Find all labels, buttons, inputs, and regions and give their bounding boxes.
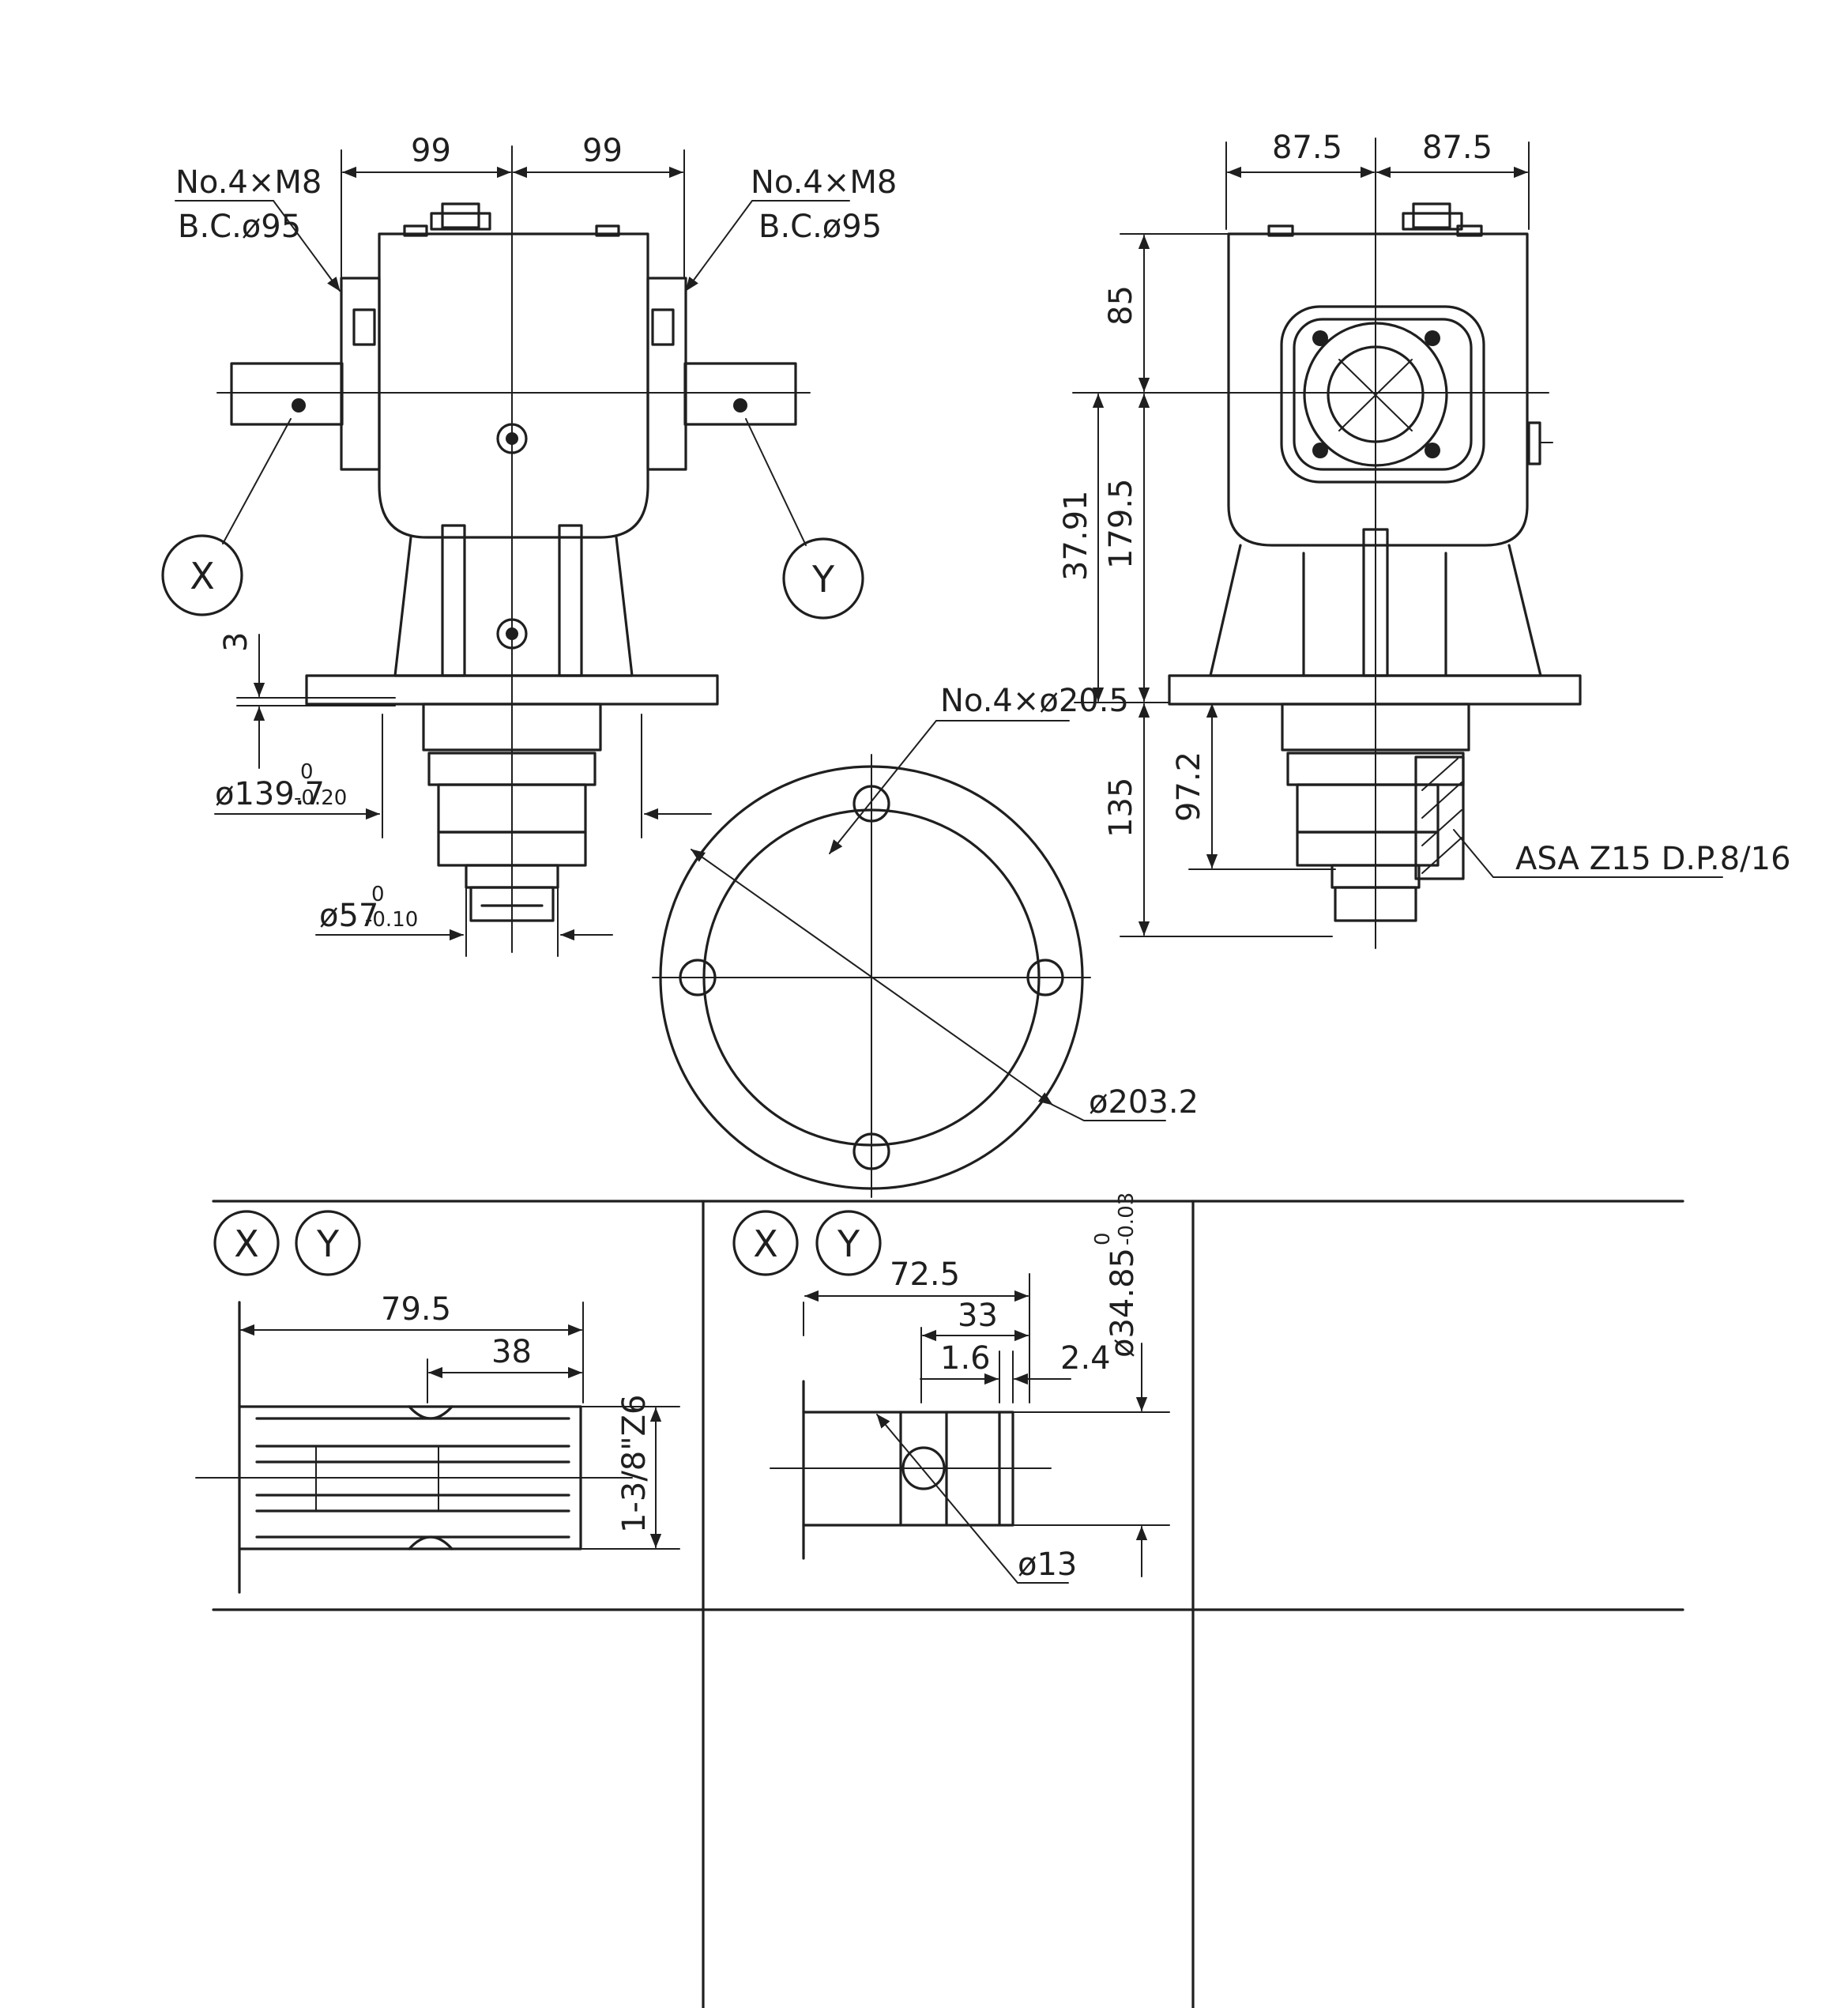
dim-79-5: 79.5 [381,1291,451,1328]
flange-holes-note: No.4×ø20.5 [940,683,1129,719]
dim-side-top-left: 87.5 [1272,130,1342,166]
dim-97-2: 97.2 [1171,752,1207,822]
side-view-labels: 87.5 87.5 85 37.91 179.5 135 97.2 ASA Z1… [1058,130,1791,877]
detail-a-labels: X Y 79.5 38 1-3/8"Z6 [234,1223,653,1533]
dim-pilot-tol-upper: 0 [300,760,314,784]
dim-135: 135 [1103,778,1139,838]
detail-plain-shaft [732,1210,1170,1584]
detail-table-grid [212,1200,1684,2008]
dim-179-5: 179.5 [1103,478,1139,569]
bolt-note-right-2: B.C.ø95 [758,209,882,245]
dim-2-4: 2.4 [1060,1340,1111,1377]
detail-b-tag-y: Y [837,1223,860,1265]
spline-spec: 1-3/8"Z6 [616,1394,653,1533]
dim-shaft-tol-lower: -0.03 [1115,1192,1139,1245]
bolt-note-left-2: B.C.ø95 [178,209,301,245]
dim-shaft-diameter: ø34.85 [1105,1248,1141,1358]
dim-front-right: 99 [582,133,623,169]
flange-view [652,720,1166,1198]
detail-a-tag-y: Y [316,1223,340,1265]
dim-37-91: 37.91 [1058,490,1094,581]
dim-pilot-tol-lower: -0.20 [294,786,347,810]
dim-hub-tol-upper: 0 [371,883,385,906]
dim-pilot-diameter: ø139.7 [215,776,325,812]
detail-spline-shaft [195,1210,680,1594]
flange-diameter: ø203.2 [1089,1084,1199,1121]
dim-33: 33 [958,1298,998,1334]
flange-view-labels: No.4×ø20.5 ø203.2 [940,683,1199,1121]
shaft-y-hole [733,398,747,413]
dim-shaft-tol-upper: 0 [1091,1232,1115,1245]
tag-shaft-x: X [190,555,215,597]
shaft-x-hole [292,398,306,413]
dim-hub-diameter: ø57 [319,898,378,934]
detail-b-labels: X Y 72.5 33 1.6 2.4 ø34.85 0 -0.03 ø13 [753,1192,1141,1583]
dim-38: 38 [491,1334,532,1370]
dim-85: 85 [1103,285,1139,326]
front-view-labels: 99 99 No.4×M8 B.C.ø95 No.4×M8 B.C.ø95 X … [175,133,897,934]
detail-b-tag-x: X [753,1223,778,1265]
detail-a-tag-x: X [234,1223,259,1265]
dim-cross-hole: ø13 [1018,1546,1077,1583]
bolt-note-left-1: No.4×M8 [175,164,322,201]
bolt-note-right-1: No.4×M8 [751,164,897,201]
side-view [1072,138,1723,949]
dim-front-left: 99 [411,133,451,169]
tag-shaft-y: Y [811,558,835,601]
front-view [161,145,864,957]
dim-72-5: 72.5 [890,1256,960,1293]
spline-note: ASA Z15 D.P.8/16 [1515,841,1791,877]
dim-1-6: 1.6 [940,1340,991,1377]
dim-gap: 3 [218,632,254,652]
dim-hub-tol-lower: -0.10 [365,908,418,932]
dim-side-top-right: 87.5 [1422,130,1492,166]
